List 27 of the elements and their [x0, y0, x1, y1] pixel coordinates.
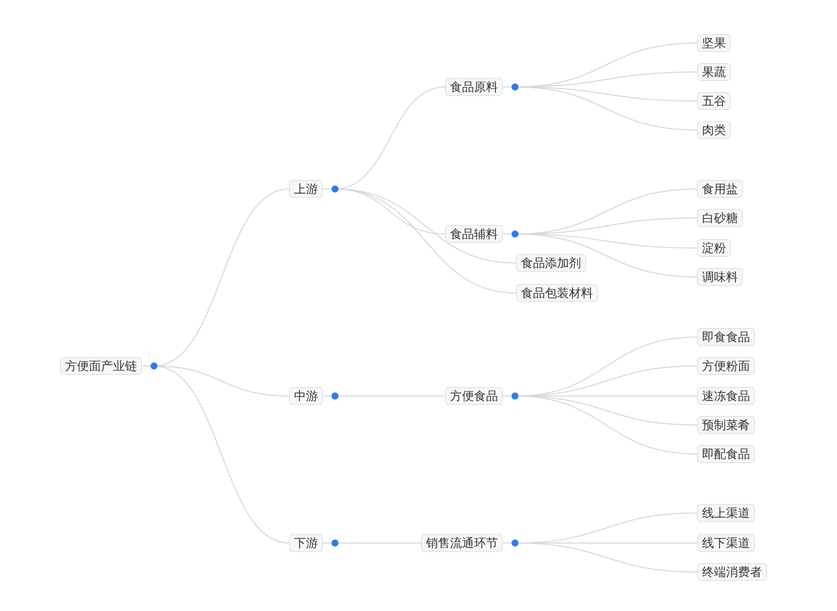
topic-node: 淀粉 — [697, 239, 731, 257]
topic-node: 预制菜肴 — [697, 416, 755, 434]
topic-node: 即配食品 — [697, 445, 755, 463]
topic-node: 调味料 — [697, 268, 743, 286]
topic-node: 速冻食品 — [697, 387, 755, 405]
topic-node: 食用盐 — [697, 180, 743, 198]
topic-node: 食品原料 — [445, 78, 503, 96]
topic-node: 方便粉面 — [697, 357, 755, 375]
topic-node: 食品添加剂 — [516, 254, 586, 272]
topic-node: 销售流通环节 — [421, 534, 503, 552]
connector-line — [322, 542, 422, 544]
topic-node: 白砂糖 — [697, 209, 743, 227]
topic-node: 上游 — [289, 180, 323, 198]
topic-node: 食品包装材料 — [516, 284, 598, 302]
topic-node: 线下渠道 — [697, 534, 755, 552]
topic-node: 方便面产业链 — [60, 357, 142, 375]
topic-node: 方便食品 — [445, 387, 503, 405]
topic-node: 线上渠道 — [697, 504, 755, 522]
topic-node: 食品辅料 — [445, 225, 503, 243]
topic-node: 下游 — [289, 534, 323, 552]
topic-node: 肉类 — [697, 121, 731, 139]
topic-node: 果蔬 — [697, 63, 731, 81]
topic-node: 五谷 — [697, 92, 731, 110]
topic-node: 终端消费者 — [697, 563, 767, 581]
topic-node: 坚果 — [697, 34, 731, 52]
topic-node: 即食食品 — [697, 328, 755, 346]
topic-node: 中游 — [289, 387, 323, 405]
